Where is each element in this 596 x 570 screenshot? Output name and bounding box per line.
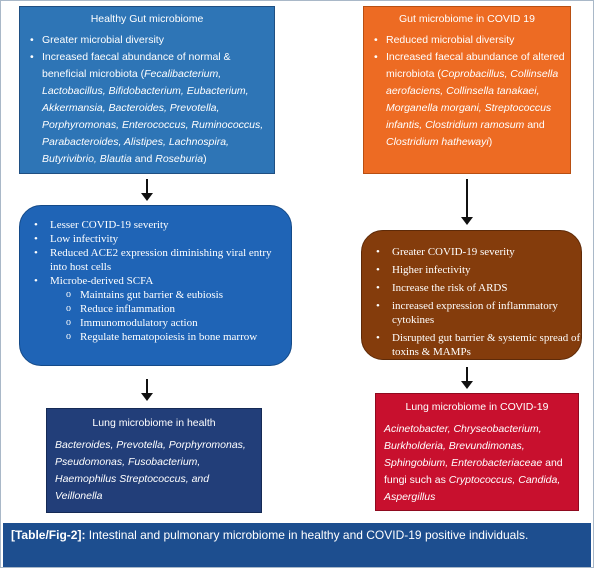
- healthy-gut-list: Greater microbial diversity Increased fa…: [20, 32, 274, 168]
- caption-text: Intestinal and pulmonary microbiome in h…: [85, 528, 529, 542]
- healthy-gut-box: Healthy Gut microbiome Greater microbial…: [19, 6, 275, 174]
- scfa-item: Maintains gut barrier & eubiosis: [20, 288, 291, 302]
- species-connector: and fungi such as: [384, 457, 563, 486]
- effect-item: Disrupted gut barrier & systemic spread …: [362, 331, 581, 359]
- covid-lung-box: Lung microbiome in COVID-19 Acinetobacte…: [375, 393, 579, 511]
- healthy-lung-species: Bacteroides, Prevotella, Porphyromonas, …: [55, 439, 246, 502]
- point-text: Increased faecal abundance of normal & b…: [42, 51, 231, 80]
- arrow-down-icon: [141, 179, 153, 201]
- scfa-item: Regulate hematopoiesis in bone marrow: [20, 330, 291, 344]
- effect-item: Increase the risk of ARDS: [362, 281, 581, 295]
- effect-item: Microbe-derived SCFA: [20, 274, 291, 288]
- effect-item: Greater COVID-19 severity: [362, 245, 581, 259]
- effect-item: Higher infectivity: [362, 263, 581, 277]
- covid-gut-title: Gut microbiome in COVID 19: [399, 13, 535, 25]
- point-text: and: [131, 153, 156, 165]
- effect-item: Low infectivity: [20, 232, 291, 246]
- figure-caption: [Table/Fig-2]: Intestinal and pulmonary …: [3, 523, 591, 567]
- healthy-effects-list: Lesser COVID-19 severity Low infectivity…: [20, 218, 291, 288]
- covid-gut-point: Increased faecal abundance of altered mi…: [364, 49, 570, 151]
- species-name: Roseburia: [155, 153, 204, 165]
- healthy-effects-box: Lesser COVID-19 severity Low infectivity…: [19, 205, 292, 366]
- effect-item: increased expression of inflammatory cyt…: [362, 299, 581, 327]
- healthy-lung-box: Lung microbiome in health Bacteroides, P…: [46, 408, 262, 513]
- effect-item: Reduced ACE2 expression diminishing vira…: [20, 246, 291, 274]
- species-name: Clostridium hathewayi: [386, 136, 489, 148]
- covid-lung-title: Lung microbiome in COVID-19: [405, 401, 549, 413]
- caption-label: [Table/Fig-2]:: [11, 528, 86, 542]
- species-list: Acinetobacter, Chryseobacterium, Burkhol…: [384, 423, 543, 469]
- point-text: and: [524, 119, 545, 131]
- arrow-down-icon: [461, 179, 473, 225]
- arrow-down-icon: [461, 367, 473, 389]
- healthy-lung-title: Lung microbiome in health: [92, 417, 216, 429]
- covid-gut-box: Gut microbiome in COVID 19 Reduced micro…: [363, 6, 571, 174]
- healthy-gut-point: Increased faecal abundance of normal & b…: [20, 49, 274, 168]
- species-list: Coprobacillus, Collinsella aerofaciens, …: [386, 68, 559, 131]
- species-list: Fecalibacterium, Lactobacillus, Bifidoba…: [42, 68, 264, 165]
- healthy-gut-point: Greater microbial diversity: [20, 32, 274, 49]
- covid-lung-species: Acinetobacter, Chryseobacterium, Burkhol…: [384, 421, 570, 506]
- point-text: ): [203, 153, 207, 165]
- effect-item: Lesser COVID-19 severity: [20, 218, 291, 232]
- covid-gut-point: Reduced microbial diversity: [364, 32, 570, 49]
- covid-gut-list: Reduced microbial diversity Increased fa…: [364, 32, 570, 151]
- covid-effects-list: Greater COVID-19 severity Higher infecti…: [362, 245, 581, 359]
- scfa-sub-list: Maintains gut barrier & eubiosis Reduce …: [20, 288, 291, 344]
- scfa-item: Reduce inflammation: [20, 302, 291, 316]
- point-text: ): [488, 136, 493, 148]
- arrow-down-icon: [141, 379, 153, 401]
- covid-effects-box: Greater COVID-19 severity Higher infecti…: [361, 230, 582, 360]
- healthy-gut-title: Healthy Gut microbiome: [90, 13, 204, 25]
- point-text: Increased faecal abundance of altered mi…: [386, 51, 565, 80]
- scfa-item: Immunomodulatory action: [20, 316, 291, 330]
- fungi-list: Cryptococcus, Candida, Aspergillus: [384, 474, 561, 503]
